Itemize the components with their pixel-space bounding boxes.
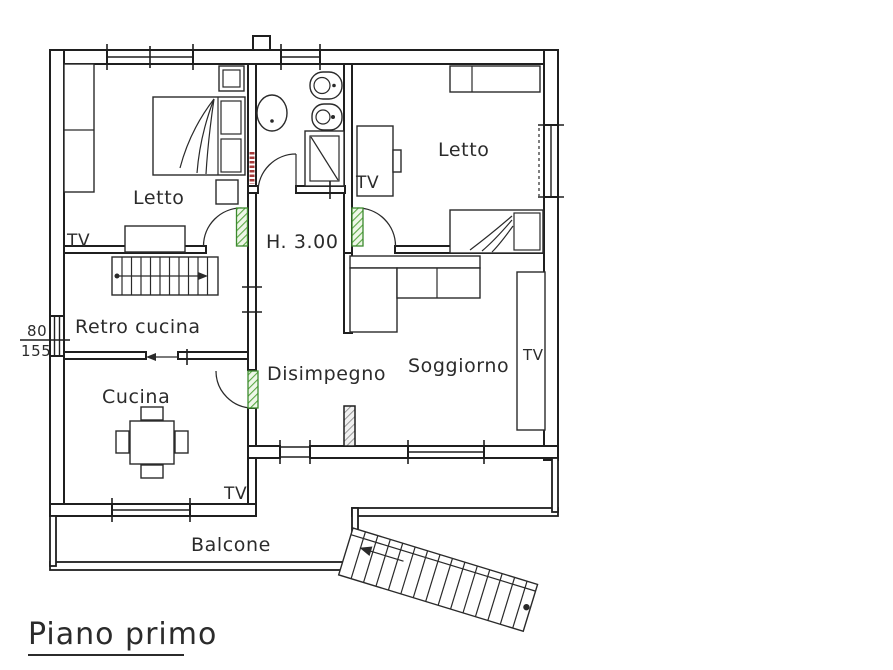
tv-label-letto1: TV [66,231,90,251]
floor-title: Piano primo [28,617,217,652]
wardrobe [63,63,95,193]
soggiorno-furniture [349,255,546,431]
balcony-door-opening [279,440,311,464]
window-retrocucina-left [20,315,70,357]
nightstand [218,65,245,92]
tv-label-cucina: TV [223,484,247,504]
chair [140,406,164,421]
bidet [311,103,343,131]
dimension-80-label: 80 [27,322,47,340]
room-label-letto-2: Letto [438,139,489,161]
external-staircase [337,527,539,633]
door-bathroom [257,153,297,193]
tv-cabinet [124,225,186,253]
cucina-furniture [115,406,189,479]
toilet [309,71,343,100]
window-cucina-bottom [111,498,191,522]
vent-stub [252,35,271,52]
room-label-letto-1: Letto [133,187,184,209]
chair [140,464,164,479]
windows [20,44,564,522]
stair-direction-arrow [359,546,373,557]
room-label-cucina: Cucina [102,386,170,408]
sink [256,94,288,132]
nightstand [215,179,239,205]
door-letto2 [351,207,397,247]
room-label-soggiorno: Soggiorno [408,355,509,377]
stair-direction-arrow [198,272,208,280]
room-label-disimpegno: Disimpegno [267,363,386,385]
shower [304,130,345,187]
window-soggiorno-bottom [407,440,485,464]
chair [174,430,189,454]
double-bed [152,96,246,176]
single-bed [449,209,544,254]
doors [202,152,397,409]
letto1-furniture [63,63,246,253]
tv-label-letto2: TV [355,173,379,193]
room-label-retro-cucina: Retro cucina [75,316,201,338]
passage-arrow [146,349,188,365]
room-label-balcone: Balcone [191,534,271,556]
pillar [343,405,356,447]
door-cucina [215,370,259,409]
kitchen-table [129,420,175,465]
bathroom-fixtures [256,71,345,199]
window-letto2-right [538,124,564,198]
dimension-155-label: 155 [21,342,51,360]
window-letto1-top [106,44,194,70]
door-letto1 [202,207,249,247]
labels: Letto Letto Retro cucina Cucina Disimpeg… [21,139,544,656]
window-bathroom-top [280,44,321,70]
ceiling-height-label: H. 3.00 [266,231,339,253]
chair [115,430,130,454]
tv-label-soggiorno: TV [522,346,544,364]
letto2-furniture [356,65,544,254]
internal-staircase [111,256,262,313]
wardrobe [449,65,541,93]
sofa [349,255,481,333]
tv-cabinet [356,125,402,197]
tv-wall-unit [516,271,546,431]
